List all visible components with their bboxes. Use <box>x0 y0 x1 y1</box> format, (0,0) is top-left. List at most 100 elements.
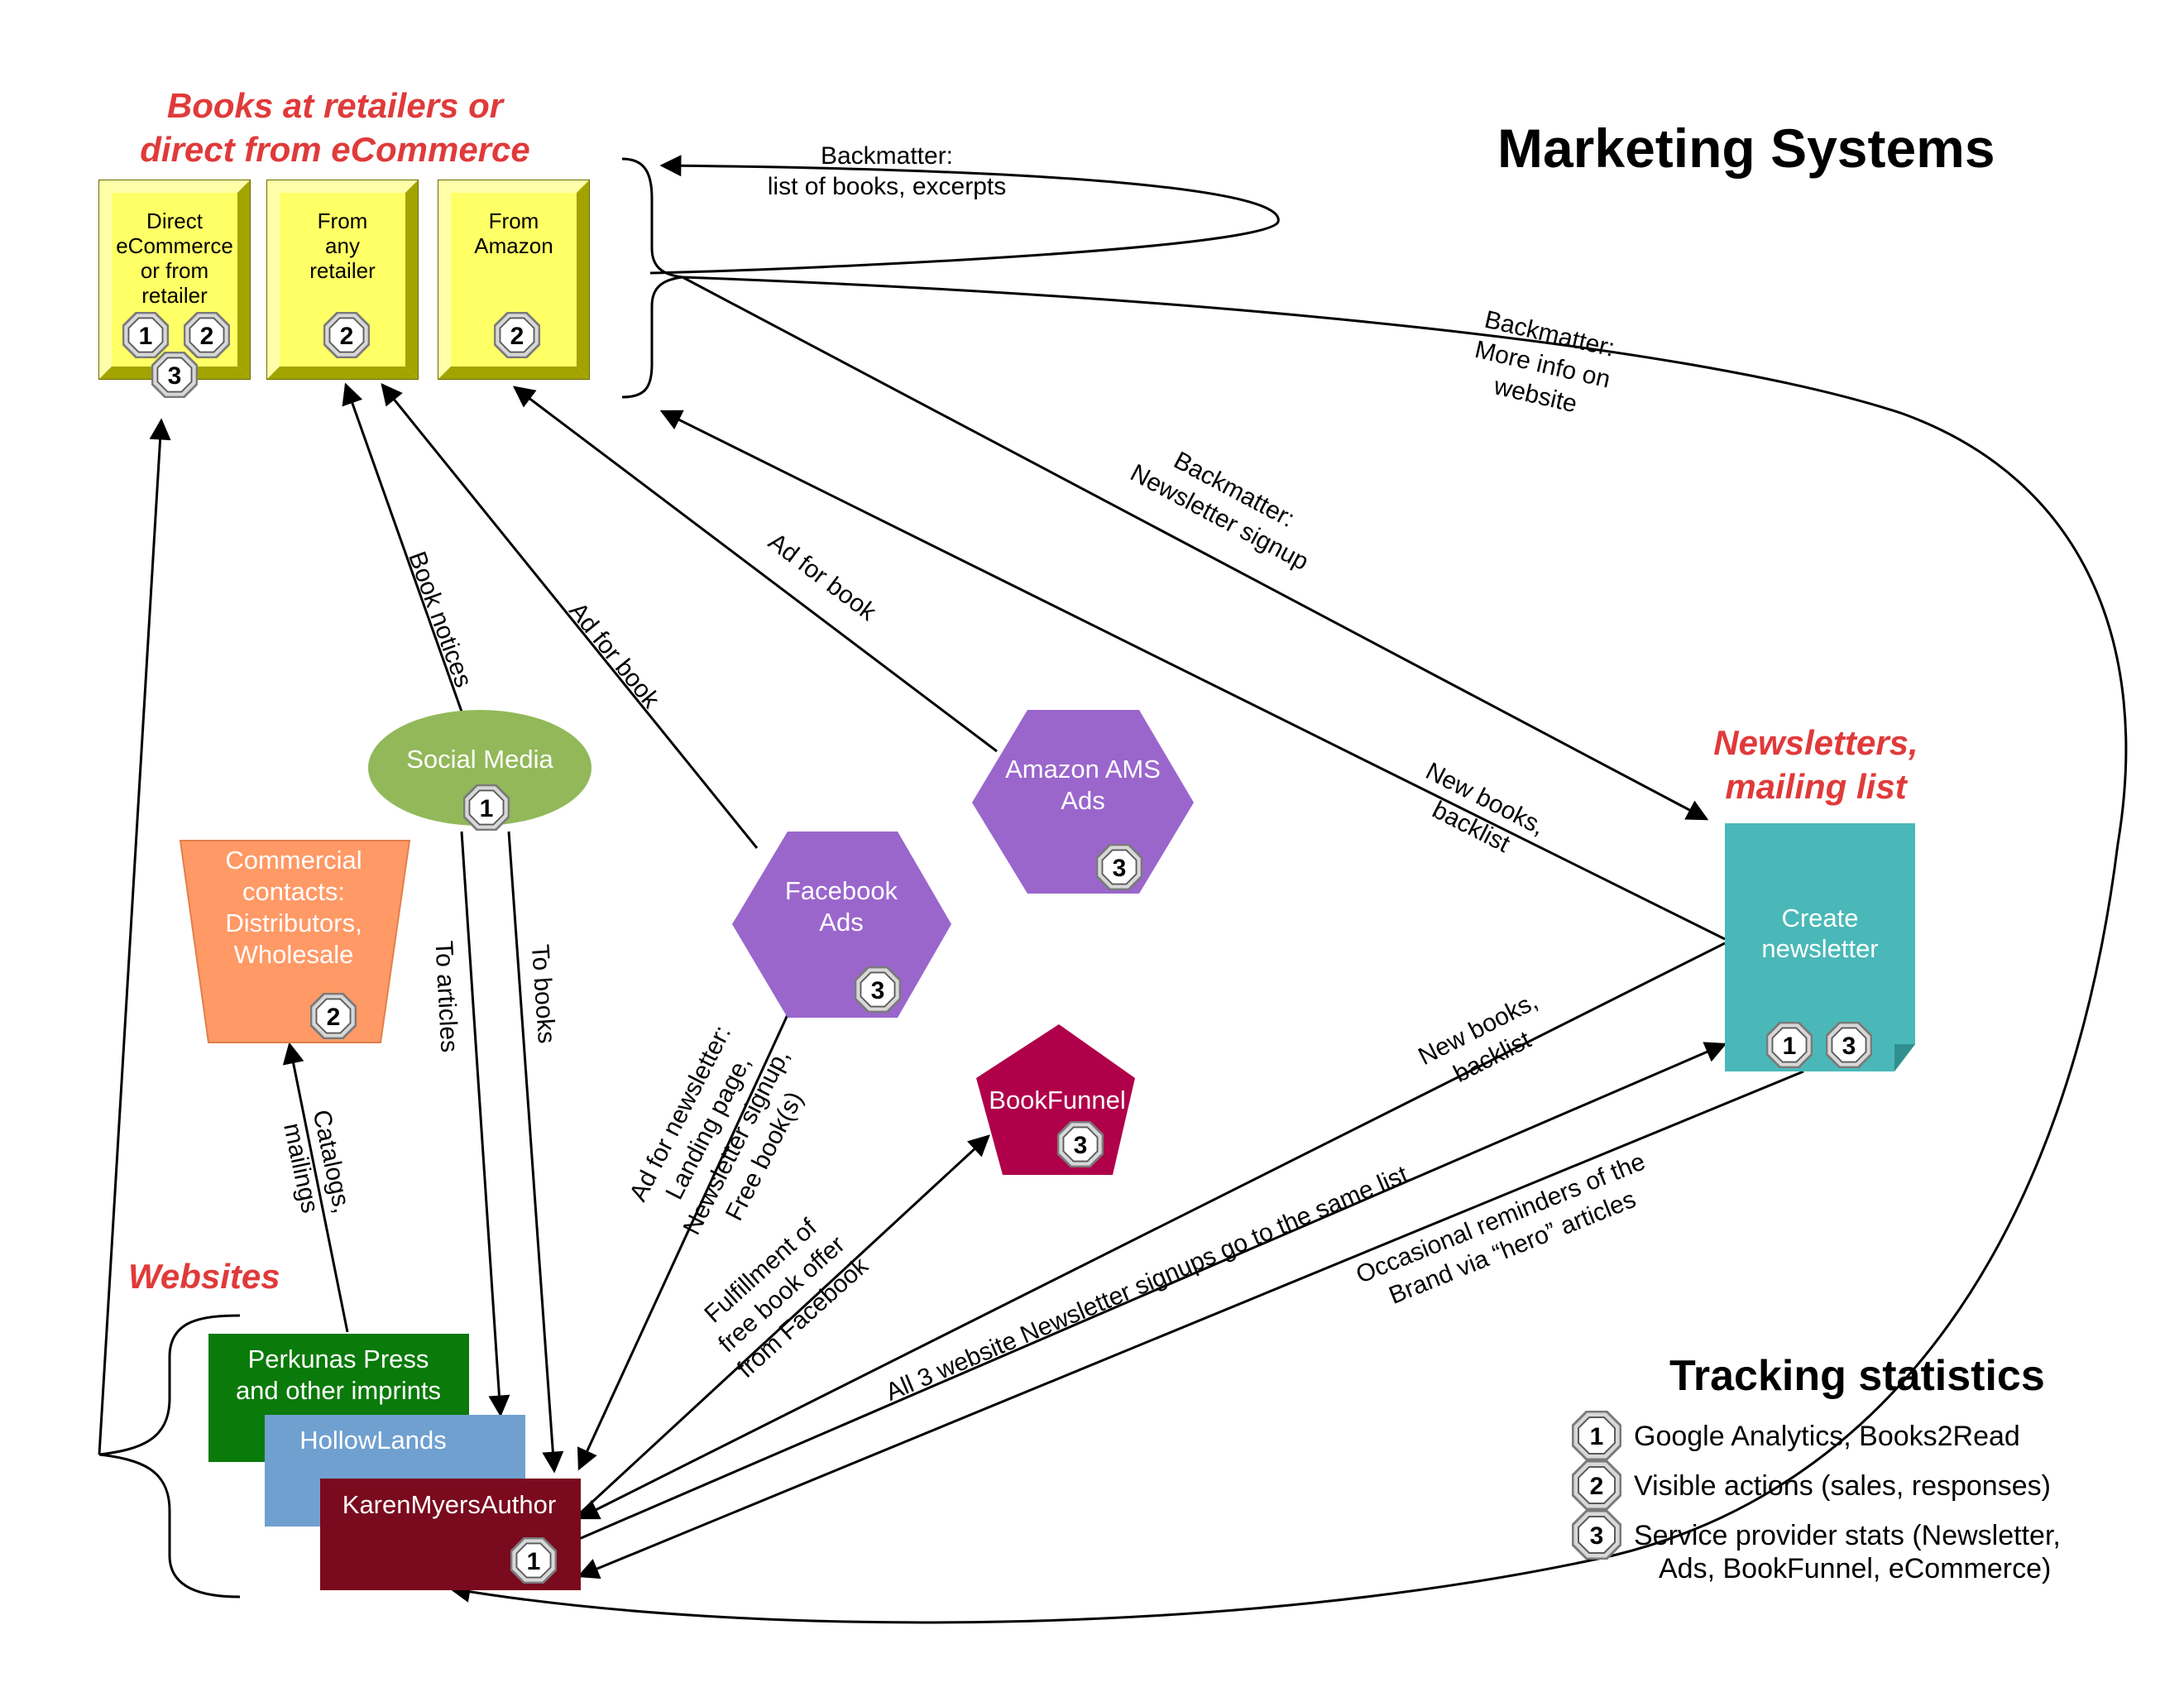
badge-facebook-3: 3 <box>855 966 901 1013</box>
svg-text:To books: To books <box>526 943 560 1044</box>
badge-any-2: 2 <box>323 312 370 358</box>
label-ad-book-ams: Ad for book <box>764 528 882 626</box>
section-newsletters-line2: mailing list <box>1725 767 1908 806</box>
badge-newsletter-1: 1 <box>1766 1022 1813 1068</box>
page-title: Marketing Systems <box>1497 117 1995 179</box>
svg-text:2: 2 <box>327 1004 341 1031</box>
svg-text:To articles: To articles <box>429 940 462 1053</box>
svg-text:1: 1 <box>1590 1423 1604 1450</box>
svg-text:2: 2 <box>200 323 214 350</box>
svg-text:Ad for book: Ad for book <box>563 597 665 714</box>
node-amazon-ams-ads[interactable]: Amazon AMS Ads <box>972 710 1194 894</box>
book-amazon-line2: Amazon <box>474 233 553 258</box>
badge-amazon-2: 2 <box>494 312 540 358</box>
ams-line2: Ads <box>1061 786 1104 815</box>
perkunas-line1: Perkunas Press <box>248 1344 429 1373</box>
node-create-newsletter[interactable]: Create newsletter <box>1725 823 1915 1071</box>
badge-direct-3: 3 <box>151 352 198 398</box>
book-direct-line3: or from <box>141 258 208 283</box>
commercial-line1: Commercial <box>225 846 362 875</box>
bookfunnel-label: BookFunnel <box>989 1086 1125 1114</box>
svg-text:3: 3 <box>1842 1033 1856 1060</box>
svg-text:1: 1 <box>480 795 494 822</box>
newsletter-line1: Create <box>1781 904 1858 932</box>
connectors <box>98 155 2128 1624</box>
commercial-line4: Wholesale <box>234 940 354 969</box>
ams-line1: Amazon AMS <box>1005 755 1161 784</box>
tracking-heading: Tracking statistics <box>1669 1352 2045 1400</box>
edge-catalogs <box>282 1042 349 1333</box>
badge-direct-1: 1 <box>122 312 169 358</box>
edge-ams-ad <box>512 386 998 753</box>
book-direct-line1: Direct <box>146 209 204 233</box>
label-ad-newsletter: Ad for newsletter: Landing page, Newslet… <box>625 1021 809 1239</box>
edge-facebook-ad <box>381 382 759 849</box>
karen-label: KarenMyersAuthor <box>342 1490 556 1519</box>
tracking-legend: Tracking statistics 1 Google Analytics, … <box>1572 1352 2061 1584</box>
commercial-line3: Distributors, <box>225 908 362 937</box>
label-backmatter-website: Backmatter: More info on website <box>1473 306 1617 419</box>
book-any-retailer[interactable]: From any retailer <box>266 180 419 380</box>
label-to-books: To books <box>526 943 560 1044</box>
svg-text:3: 3 <box>168 362 182 390</box>
label-backmatter-newsletter: Backmatter: Newsletter signup <box>1126 447 1313 576</box>
book-any-line1: From <box>318 209 368 233</box>
svg-text:All 3 website Newsletter signu: All 3 website Newsletter signups go to t… <box>882 1161 1412 1407</box>
commercial-line2: contacts: <box>242 877 345 906</box>
svg-text:3: 3 <box>1590 1522 1604 1550</box>
label-all-signups: All 3 website Newsletter signups go to t… <box>882 1161 1412 1407</box>
svg-text:Book notices: Book notices <box>403 548 477 691</box>
social-media-label: Social Media <box>406 745 553 774</box>
svg-text:Service provider stats (Newsle: Service provider stats (Newsletter, <box>1634 1520 2061 1551</box>
label-book-notices: Book notices <box>403 548 477 691</box>
badge-social-1: 1 <box>463 784 510 831</box>
newsletter-line2: newsletter <box>1761 934 1878 963</box>
label-fulfillment: Fulfillment of free book offer from Face… <box>699 1214 874 1383</box>
book-direct-line2: eCommerce <box>116 233 233 258</box>
node-commercial-contacts[interactable]: Commercial contacts: Distributors, Whole… <box>179 840 411 1043</box>
svg-text:1: 1 <box>139 323 153 350</box>
edge-book-notices <box>342 382 463 712</box>
label-catalogs: Catalogs, mailings <box>278 1107 356 1215</box>
book-direct[interactable]: Direct eCommerce or from retailer <box>98 180 251 380</box>
book-any-line2: any <box>325 233 360 258</box>
book-amazon-line1: From <box>489 209 539 233</box>
label-new-books-backlist-1: New books, backlist <box>1421 757 1549 858</box>
perkunas-line2: and other imprints <box>236 1376 441 1405</box>
section-retailers-line1: Books at retailers or <box>167 86 505 125</box>
label-backmatter-books-1: Backmatter: <box>821 142 953 170</box>
tracking-item-3-cont: Ads, BookFunnel, eCommerce) <box>1659 1553 2051 1584</box>
svg-text:3: 3 <box>1074 1132 1088 1159</box>
edge-reminders <box>577 1070 1804 1579</box>
svg-text:1: 1 <box>1783 1033 1797 1060</box>
facebook-line1: Facebook <box>785 876 898 905</box>
edge-fulfillment <box>557 1134 990 1536</box>
svg-text:2: 2 <box>340 323 354 350</box>
node-bookfunnel[interactable]: BookFunnel <box>976 1024 1135 1175</box>
edge-all-signups <box>578 1042 1727 1541</box>
svg-text:2: 2 <box>510 323 524 350</box>
label-to-articles: To articles <box>429 940 462 1053</box>
edge-backmatter-books <box>649 155 1280 275</box>
svg-text:Visible actions (sales, respon: Visible actions (sales, responses) <box>1634 1470 2051 1502</box>
svg-text:3: 3 <box>1113 855 1127 882</box>
badge-bookfunnel-3: 3 <box>1057 1121 1104 1167</box>
edge-backmatter-website <box>448 276 2128 1624</box>
tracking-item-1: 1 Google Analytics, Books2Read <box>1572 1411 2020 1460</box>
svg-text:Ad for book: Ad for book <box>764 528 882 626</box>
book-direct-line4: retailer <box>141 283 208 308</box>
svg-text:3: 3 <box>871 977 885 1004</box>
node-social-media[interactable]: Social Media <box>368 710 592 826</box>
section-retailers-line2: direct from eCommerce <box>140 130 530 169</box>
section-websites: Websites <box>128 1257 280 1296</box>
edge-to-articles <box>460 831 510 1417</box>
section-newsletters-line1: Newsletters, <box>1713 723 1918 762</box>
edge-to-books <box>507 831 564 1474</box>
badges: 1 2 3 2 2 1 2 3 3 3 1 3 1 <box>122 312 1872 1584</box>
edge-backmatter-newsletter <box>682 276 1709 821</box>
book-any-line3: retailer <box>309 258 376 283</box>
node-facebook-ads[interactable]: Facebook Ads <box>732 832 951 1018</box>
edge-websites-to-direct <box>98 418 171 1455</box>
